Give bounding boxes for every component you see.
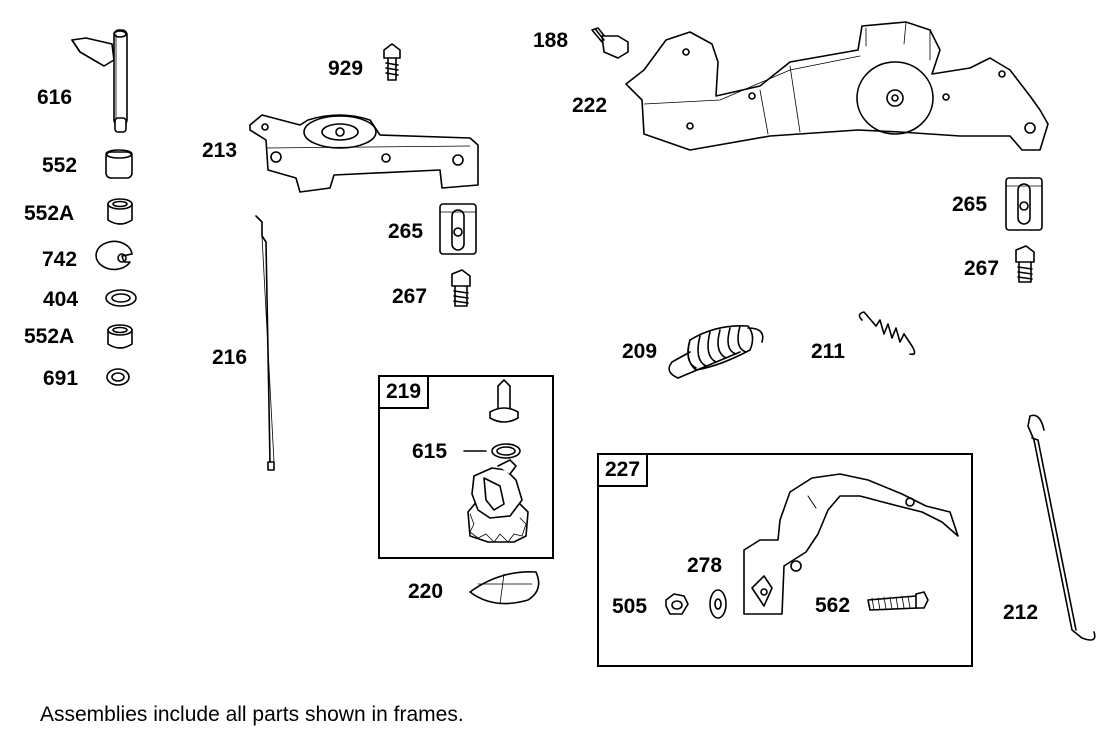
part-211-governed-idle-spring: [858, 311, 916, 356]
label-505: 505: [612, 595, 648, 618]
frame-219-assembly: 219: [378, 375, 554, 559]
part-188-bolt: [591, 27, 629, 59]
label-552a-top: 552A: [24, 202, 75, 225]
label-616: 616: [37, 86, 73, 109]
part-404-washer: [105, 289, 137, 307]
label-188: 188: [533, 29, 569, 52]
part-222-control-bracket: [625, 21, 1049, 151]
frame-227-number: 227: [599, 455, 649, 487]
part-265-cable-clamp-left: [439, 203, 477, 255]
label-562: 562: [815, 594, 851, 617]
part-742-e-clip: [95, 240, 133, 271]
label-615: 615: [412, 440, 448, 463]
part-265-cable-clamp-right: [1005, 177, 1043, 231]
label-691: 691: [43, 367, 79, 390]
label-267-left: 267: [392, 285, 428, 308]
part-615-washer: [463, 443, 521, 459]
part-219-pin: [489, 379, 519, 423]
label-265-left: 265: [388, 220, 424, 243]
label-220: 220: [408, 580, 444, 603]
footnote: Assemblies include all parts shown in fr…: [40, 703, 464, 726]
label-552a-bottom: 552A: [24, 325, 75, 348]
part-616-governor-shaft: [71, 29, 128, 133]
part-219-gear-assembly: [467, 459, 529, 543]
part-209-governor-spring: [668, 324, 764, 379]
part-562-screw: [867, 591, 929, 611]
part-220-governor-cap: [469, 571, 540, 605]
label-212: 212: [1003, 601, 1039, 624]
part-505-nut: [665, 593, 689, 615]
frame-219-number: 219: [380, 377, 430, 409]
label-216: 216: [212, 346, 248, 369]
part-552a-bushing-bottom: [107, 324, 133, 349]
part-278-washer: [709, 589, 727, 619]
part-212-throttle-link: [1027, 414, 1096, 641]
label-404: 404: [43, 288, 79, 311]
label-209: 209: [622, 340, 658, 363]
frame-227-assembly: 227: [597, 453, 973, 667]
part-213-control-plate: [249, 114, 479, 193]
part-552-bushing: [105, 149, 133, 179]
part-552a-bushing-top: [107, 198, 133, 225]
label-929: 929: [328, 57, 364, 80]
label-552: 552: [42, 154, 78, 177]
part-267-screw-right: [1015, 245, 1035, 283]
label-267-right: 267: [964, 257, 1000, 280]
label-265-right: 265: [952, 193, 988, 216]
label-213: 213: [202, 139, 238, 162]
part-227-control-lever: [743, 473, 959, 615]
part-929-screw: [383, 43, 401, 81]
label-211: 211: [811, 340, 845, 363]
label-222: 222: [572, 94, 608, 117]
label-278: 278: [687, 554, 723, 577]
label-742: 742: [42, 248, 78, 271]
part-216-link-rod: [255, 215, 275, 471]
part-691-retainer: [106, 368, 130, 386]
part-267-screw-left: [451, 269, 471, 307]
